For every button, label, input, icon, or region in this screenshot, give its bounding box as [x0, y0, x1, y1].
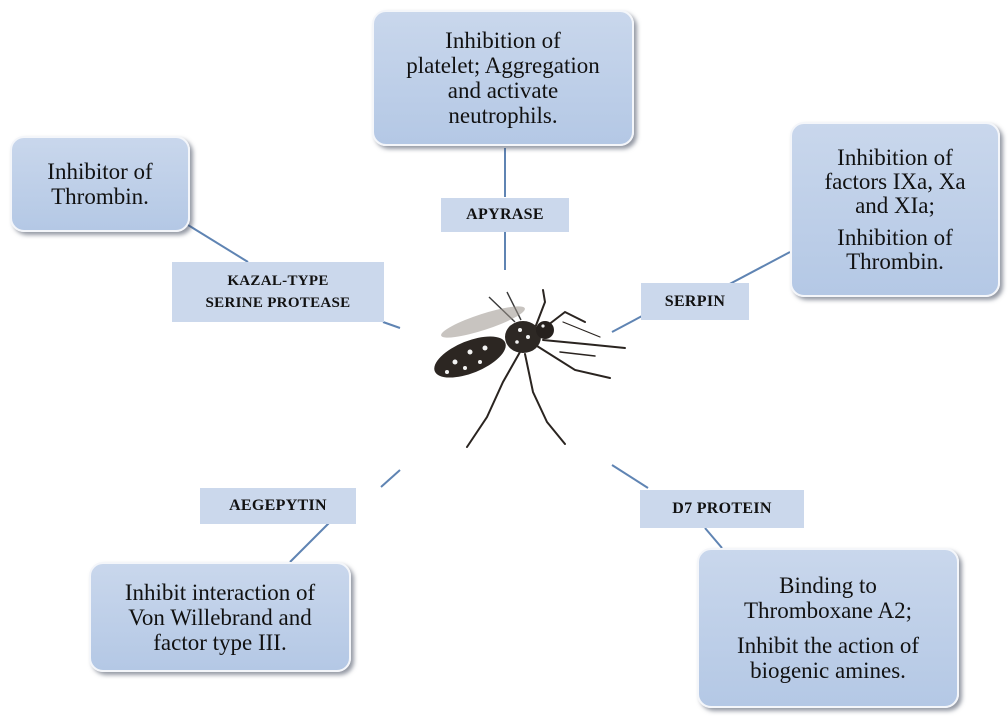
effect-line: and activate — [448, 78, 558, 103]
connector-aegepytin-center — [381, 470, 400, 487]
connector-d7-center — [612, 465, 648, 488]
effect-line: Inhibition of — [445, 28, 561, 53]
mosquito-icon — [425, 282, 635, 457]
effect-line: Binding to — [779, 573, 877, 598]
connector-kazal-center — [383, 322, 400, 328]
apyrase-effect-box: Inhibition of platelet; Aggregation and … — [372, 10, 634, 146]
connector-aegepytin-box — [290, 522, 330, 562]
serpin-effect-box: Inhibition of factors IXa, Xa and XIa; I… — [790, 122, 1000, 297]
effect-line: Inhibit the action of — [737, 633, 919, 658]
effect-line: Thrombin. — [51, 184, 149, 209]
apyrase-label: APYRASE — [441, 198, 569, 232]
kazal-label-line: SERINE PROTEASE — [206, 292, 351, 314]
effect-line: Von Willebrand and — [128, 605, 311, 630]
kazal-label: KAZAL-TYPE SERINE PROTEASE — [172, 262, 384, 322]
kazal-label-line: KAZAL-TYPE — [227, 270, 328, 292]
effect-line: platelet; Aggregation — [406, 53, 600, 78]
serpin-label: SERPIN — [641, 283, 749, 320]
effect-line: Inhibitor of — [47, 159, 152, 184]
effect-line: Inhibition of — [837, 226, 953, 250]
effect-line: Thrombin. — [846, 250, 944, 274]
effect-line: neutrophils. — [448, 103, 557, 128]
effect-line: Inhibition of — [837, 146, 953, 170]
kazal-effect-box: Inhibitor of Thrombin. — [10, 136, 190, 232]
connector-kazal-box — [188, 225, 248, 262]
effect-line: factors IXa, Xa — [824, 170, 965, 194]
effect-line: and XIa; — [855, 194, 935, 218]
effect-line: Inhibit interaction of — [125, 580, 315, 605]
d7-label: D7 PROTEIN — [640, 490, 804, 528]
aegepytin-label: AEGEPYTIN — [200, 488, 356, 524]
effect-line: biogenic amines. — [750, 658, 906, 683]
aegepytin-effect-box: Inhibit interaction of Von Willebrand an… — [89, 562, 351, 672]
d7-effect-box: Binding to Thromboxane A2; Inhibit the a… — [697, 548, 959, 708]
effect-line: Thromboxane A2; — [744, 598, 912, 623]
effect-line: factor type III. — [153, 630, 286, 655]
connector-d7-box — [705, 528, 722, 548]
